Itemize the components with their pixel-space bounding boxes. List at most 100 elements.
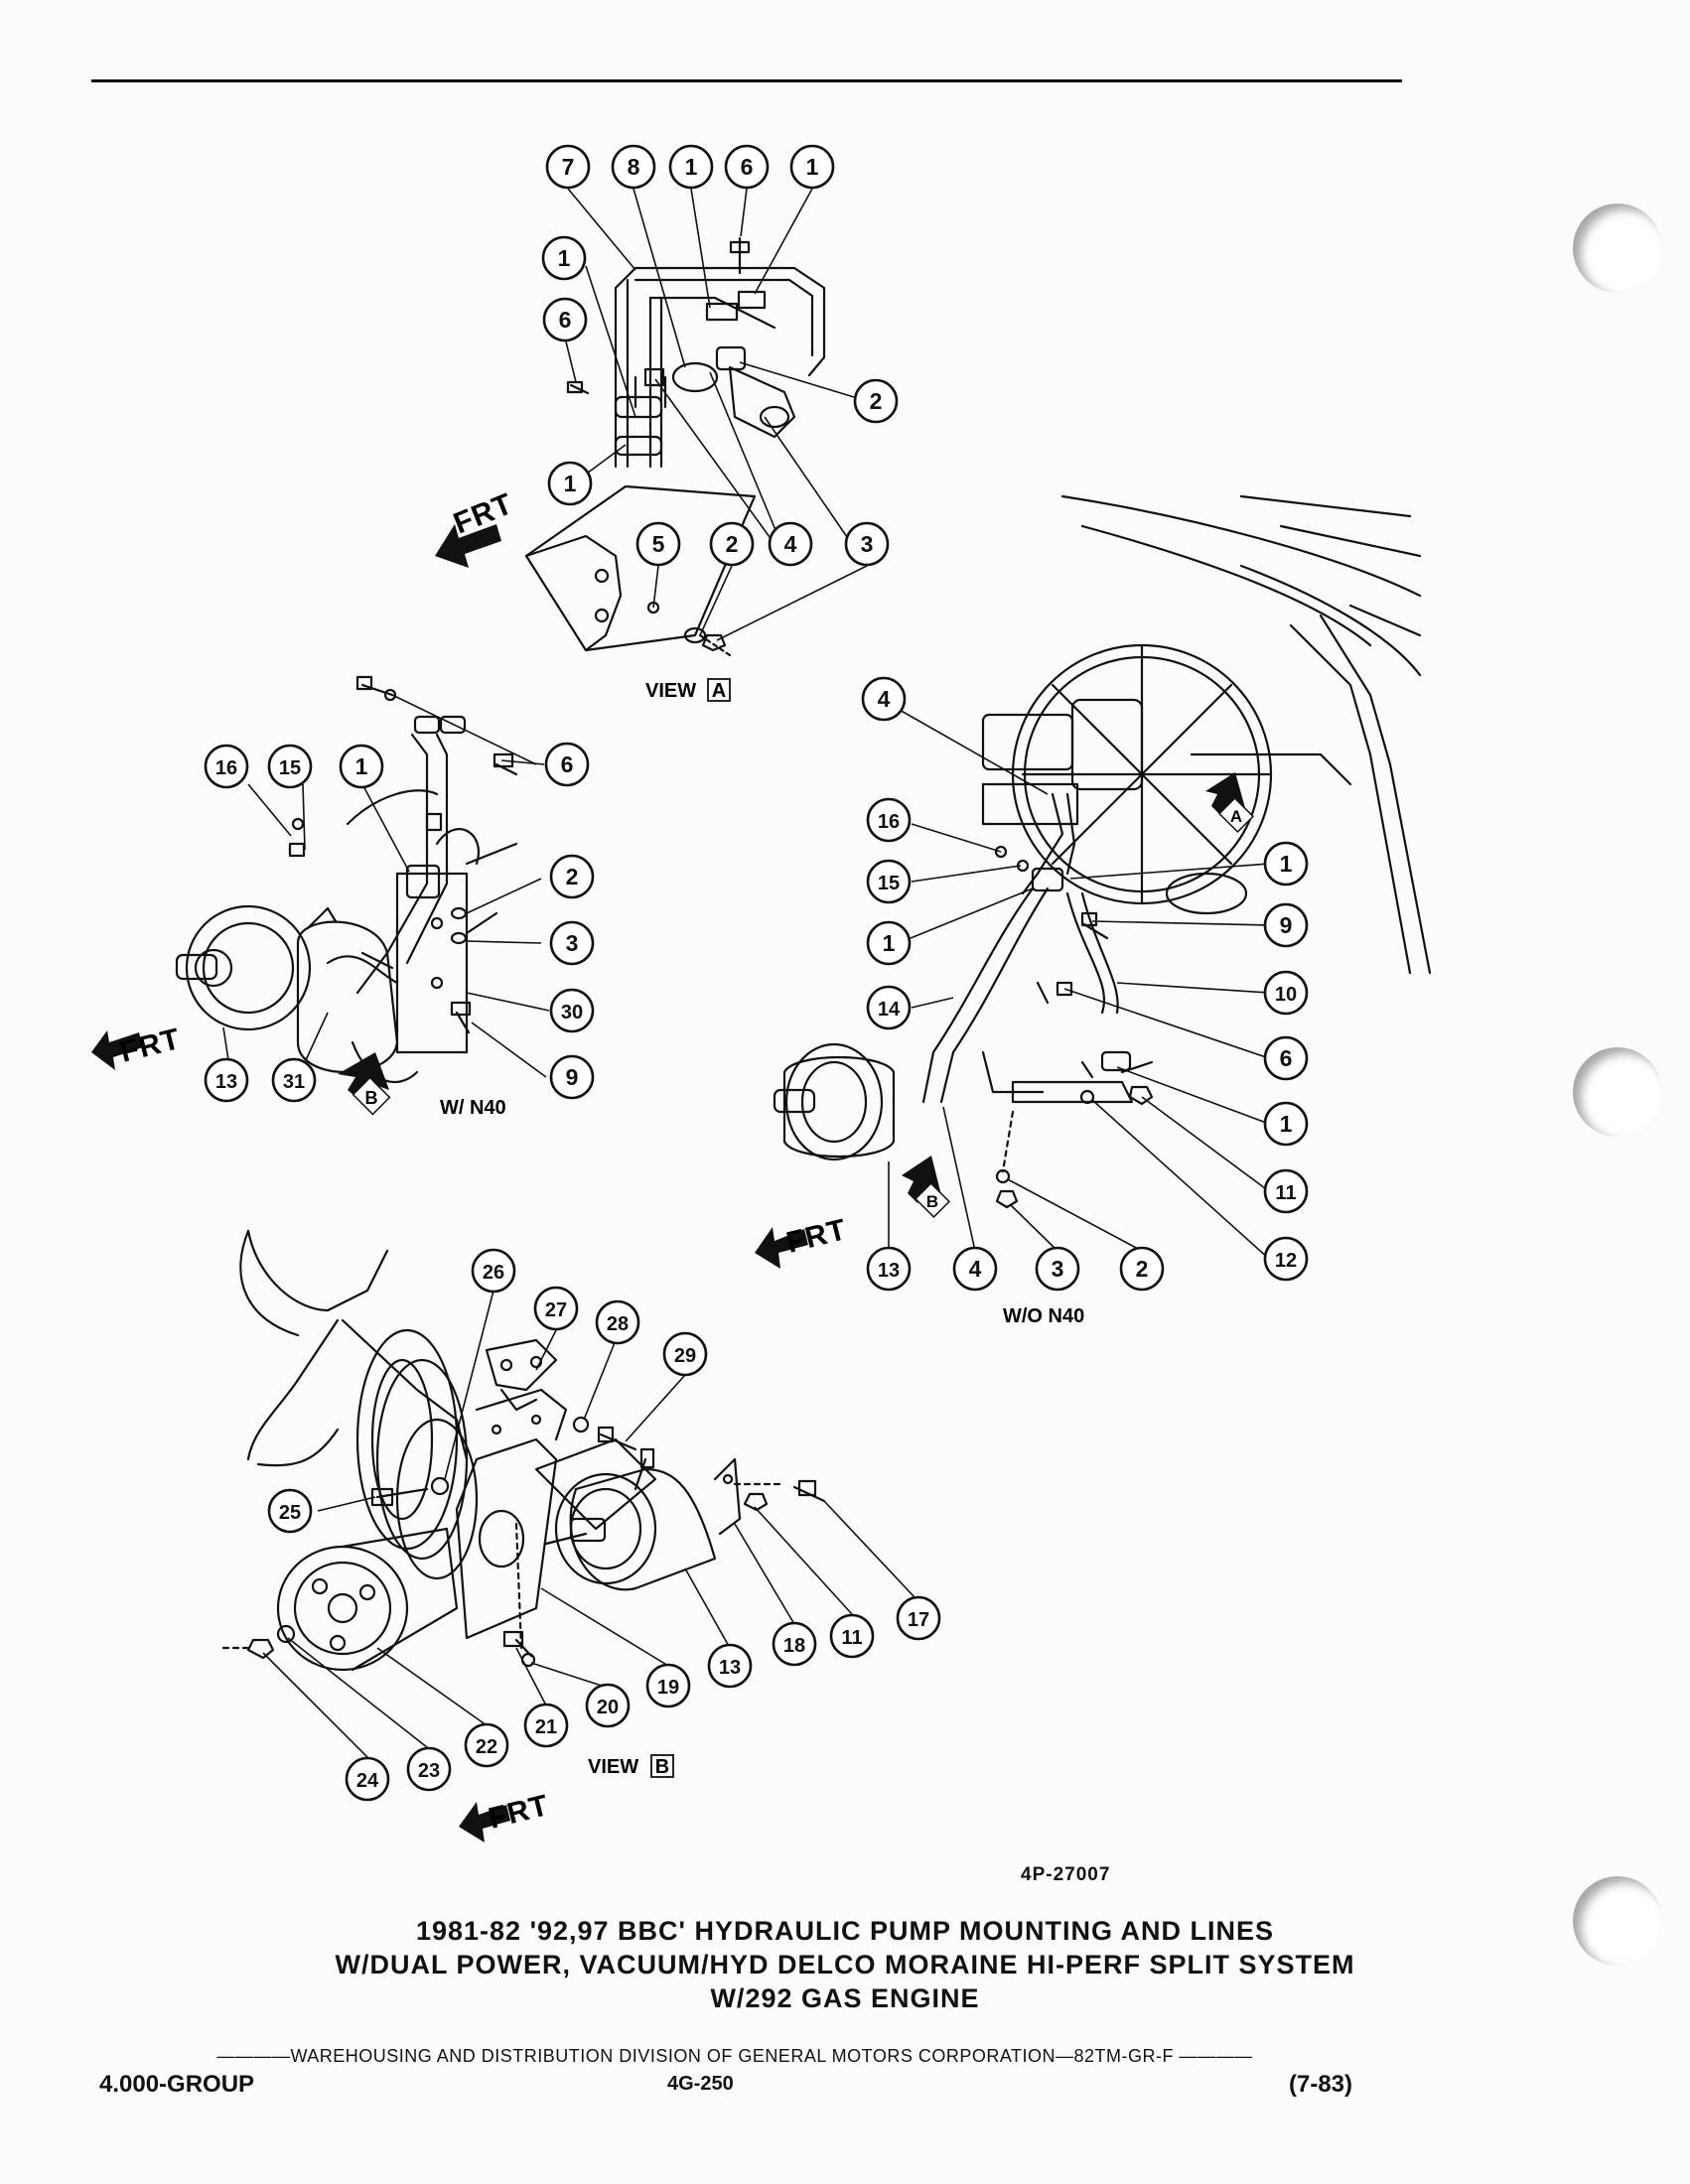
footer-group: 4.000-GROUP — [99, 2071, 255, 2098]
callout-1: 1 — [541, 235, 587, 281]
callout-circle — [549, 920, 595, 966]
callout-29: 29 — [662, 1331, 708, 1377]
callout-1: 1 — [866, 920, 912, 966]
footer-page-number: 4G-250 — [667, 2073, 734, 2095]
frt-label-without-n40: FRT — [783, 1213, 850, 1260]
callout-circle — [345, 1756, 390, 1802]
pointer-letter-a: A — [1217, 796, 1255, 834]
callout-number: 28 — [607, 1313, 629, 1335]
callout-22: 22 — [464, 1722, 509, 1768]
callout-6: 6 — [542, 297, 588, 342]
callout-circle — [952, 1246, 998, 1292]
callout-27: 27 — [533, 1286, 579, 1331]
callout-14: 14 — [866, 985, 912, 1030]
callout-9: 9 — [549, 1054, 595, 1100]
callout-circle — [545, 144, 591, 190]
callout-16: 16 — [866, 797, 912, 843]
view-a-letter: A — [712, 680, 726, 702]
callout-circle — [533, 1286, 579, 1331]
with-n40-label: W/ N40 — [440, 1097, 506, 1119]
callout-number: 15 — [279, 757, 301, 779]
view-b-drawing — [221, 1229, 826, 1672]
callout-number: 31 — [283, 1071, 305, 1093]
callout-number: 10 — [1275, 984, 1297, 1006]
callout-4: 4 — [861, 676, 907, 722]
callout-circle — [861, 676, 907, 722]
callout-circle — [1263, 1168, 1309, 1214]
callout-number: 1 — [1280, 851, 1293, 877]
callout-10: 10 — [1263, 970, 1309, 1016]
callout-1: 1 — [1263, 841, 1309, 887]
callout-2: 2 — [549, 854, 595, 899]
callout-circle — [544, 742, 590, 787]
callout-3: 3 — [1035, 1246, 1080, 1292]
callout-4: 4 — [952, 1246, 998, 1292]
callout-circle — [523, 1703, 569, 1748]
callout-circle — [768, 521, 813, 567]
callout-circle — [662, 1331, 708, 1377]
callout-circle — [1035, 1246, 1080, 1292]
callout-number: 19 — [657, 1677, 679, 1699]
callout-circle — [645, 1663, 691, 1708]
callout-24: 24 — [345, 1756, 390, 1802]
callout-number: 4 — [784, 531, 797, 557]
callout-circle — [406, 1746, 452, 1792]
callout-number: 4 — [969, 1256, 982, 1282]
callout-circle — [267, 744, 313, 789]
callout-23: 23 — [406, 1746, 452, 1792]
callout-number: 2 — [726, 531, 739, 557]
hydraulic-pump-diagram: FRT FRT FRT FRT B B A VIEW A W/ N40 W/O … — [91, 144, 1432, 1843]
callout-number: 17 — [908, 1609, 929, 1631]
callout-number: 9 — [566, 1064, 579, 1090]
footer-date: (7-83) — [1289, 2071, 1353, 2098]
callout-28: 28 — [595, 1299, 640, 1345]
callout-20: 20 — [585, 1683, 631, 1728]
binder-hole-top — [1573, 204, 1662, 293]
callout-circle — [772, 1621, 817, 1667]
callout-number: 1 — [1280, 1111, 1293, 1137]
frt-arrow-view-b — [459, 1802, 510, 1843]
callout-21: 21 — [523, 1703, 569, 1748]
callout-number: 16 — [878, 811, 900, 833]
without-n40-drawing — [773, 494, 1432, 1209]
callout-5: 5 — [635, 521, 681, 567]
binder-hole-bottom — [1573, 1876, 1662, 1966]
pointer-letter-b1: B — [352, 1076, 391, 1116]
callout-circle — [1119, 1246, 1165, 1292]
callout-8: 8 — [611, 144, 656, 190]
callout-3: 3 — [549, 920, 595, 966]
frt-label-with-n40: FRT — [117, 1023, 184, 1069]
callout-circle — [339, 744, 384, 789]
callout-25: 25 — [267, 1488, 313, 1534]
view-a-pointer-arrow — [1205, 772, 1245, 816]
callout-number: 1 — [564, 471, 577, 496]
frt-arrow-view-a — [435, 524, 501, 568]
callout-number: 1 — [558, 245, 571, 271]
callout-circle — [668, 144, 714, 190]
callout-circle — [549, 1054, 595, 1100]
callout-13: 13 — [204, 1057, 249, 1103]
callout-15: 15 — [866, 859, 912, 904]
callout-15: 15 — [267, 744, 313, 789]
pointer-letter-b2: B — [914, 1181, 951, 1219]
callout-number: 30 — [561, 1002, 583, 1024]
callout-circle — [635, 521, 681, 567]
callout-number: 16 — [215, 757, 237, 779]
callout-1: 1 — [547, 461, 593, 506]
callout-circle — [549, 988, 595, 1033]
callout-1: 1 — [668, 144, 714, 190]
frt-label-view-b: FRT — [486, 1789, 552, 1836]
callout-19: 19 — [645, 1663, 691, 1708]
view-a-label: VIEW — [645, 680, 696, 702]
callout-12: 12 — [1263, 1236, 1309, 1282]
callout-number: 12 — [1275, 1250, 1297, 1272]
callout-circle — [542, 297, 588, 342]
callout-2: 2 — [1119, 1246, 1165, 1292]
callout-circle — [585, 1683, 631, 1728]
callout-number: 13 — [878, 1260, 900, 1282]
callout-18: 18 — [772, 1621, 817, 1667]
view-b-letter: B — [655, 1756, 669, 1778]
callout-circle — [547, 461, 593, 506]
without-n40-label: W/O N40 — [1003, 1305, 1084, 1327]
